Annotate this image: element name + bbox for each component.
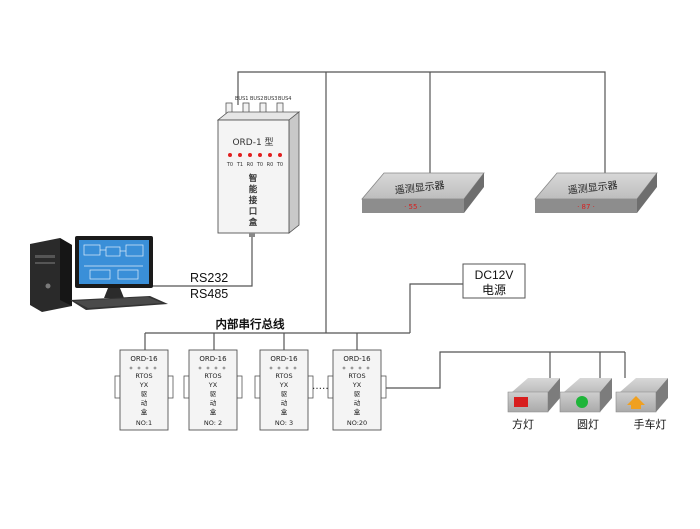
display-readout: · 55 ·: [404, 203, 422, 211]
remote-display-2: 遥测显示器 · 87 ·: [534, 172, 658, 213]
top-bus-line: [237, 71, 606, 175]
lights-bus-line: [382, 351, 625, 389]
drive-box-text: 盒: [354, 407, 361, 416]
light-label: 手车灯: [634, 417, 667, 431]
status-leds: [228, 153, 282, 157]
remote-display-1: 遥测显示器 · 55 ·: [361, 172, 485, 213]
drive-box-model: ORD-16: [343, 355, 371, 363]
internal-bus-label: 内部串行总线: [216, 317, 285, 331]
drive-box-text: RTOS: [275, 372, 292, 380]
drive-box-text: 驱: [354, 390, 361, 398]
power-name-label: 电源: [482, 283, 506, 297]
rs-link-line: [152, 236, 253, 287]
interface-model-label: ORD-1 型: [232, 137, 273, 148]
square-light-icon: [514, 397, 528, 407]
drive-box-text: 驱: [281, 390, 288, 398]
drive-box-text: 盒: [210, 407, 217, 416]
cart-light-icon: [627, 396, 645, 409]
rs485-label: RS485: [190, 287, 228, 301]
interface-name-char: 接: [249, 195, 258, 206]
square-light-unit: [507, 378, 560, 413]
desktop-computer-icon: [30, 236, 168, 312]
port-label: BUS1: [235, 96, 248, 102]
drive-box-number: NO: 2: [204, 419, 222, 427]
drive-box-text: 盒: [141, 407, 148, 416]
drive-box-text: RTOS: [135, 372, 152, 380]
drive-box-text: 驱: [210, 390, 217, 398]
power-voltage-label: DC12V: [475, 268, 514, 282]
drive-box-text: 动: [210, 399, 217, 407]
drive-box-model: ORD-16: [270, 355, 298, 363]
drive-box-number: NO: 3: [275, 419, 293, 427]
drive-box-20: ORD-16 RTOS YX 驱 动 盒 NO:20: [327, 349, 387, 431]
led-label: T0: [226, 162, 233, 168]
led-label: T1: [236, 162, 243, 168]
port-label: BUS4: [278, 96, 291, 102]
light-label: 方灯: [512, 417, 534, 431]
led-label: R0: [247, 162, 254, 168]
port-label: BUS2: [250, 96, 263, 102]
drive-box-number: NO:1: [136, 419, 152, 427]
interface-name-char: 能: [249, 184, 258, 195]
drive-box-text: 驱: [141, 390, 148, 398]
display-readout: · 87 ·: [577, 203, 595, 211]
drive-box-text: YX: [279, 381, 289, 389]
drive-box-number: NO:20: [347, 419, 367, 427]
round-light-unit: [559, 378, 612, 413]
drive-box-model: ORD-16: [130, 355, 158, 363]
port-label: BUS3: [264, 96, 277, 102]
rs232-label: RS232: [190, 271, 228, 285]
drive-box-text: RTOS: [348, 372, 365, 380]
drive-box-text: YX: [139, 381, 149, 389]
drive-box-text: YX: [352, 381, 362, 389]
drive-box-text: 动: [281, 399, 288, 407]
drive-box-2: ORD-16 RTOS YX 驱 动 盒 NO: 2: [183, 349, 243, 431]
drive-box-text: 盒: [281, 407, 288, 416]
drive-box-model: ORD-16: [199, 355, 227, 363]
drive-box-1: ORD-16 RTOS YX 驱 动 盒 NO:1: [114, 349, 174, 431]
led-label: T0: [256, 162, 263, 168]
light-label: 圆灯: [577, 418, 599, 431]
cart-light-unit: [615, 378, 668, 413]
interface-name-char: 盒: [248, 217, 258, 228]
round-light-icon: [576, 396, 588, 408]
dc-power-supply: DC12V 电源: [462, 263, 526, 299]
drive-box-text: RTOS: [204, 372, 221, 380]
ellipsis-indicator: ……: [312, 381, 332, 392]
connection-lines: [144, 71, 626, 389]
interface-box-body: [217, 119, 290, 234]
monitor-screen: [79, 240, 149, 284]
led-label: T0: [276, 162, 283, 168]
led-label: R0: [267, 162, 274, 168]
interface-name-char: 口: [249, 207, 258, 217]
drive-box-text: 动: [354, 399, 361, 407]
drive-box-text: 动: [141, 399, 148, 407]
power-line: [409, 283, 463, 333]
interface-name-char: 智: [248, 173, 258, 184]
drive-box-3: ORD-16 RTOS YX 驱 动 盒 NO: 3: [254, 349, 314, 431]
drive-box-text: YX: [208, 381, 218, 389]
interface-box: BUS1 BUS2 BUS3 BUS4 ORD-1 型 T0 T1 R0 T0 …: [216, 96, 301, 237]
